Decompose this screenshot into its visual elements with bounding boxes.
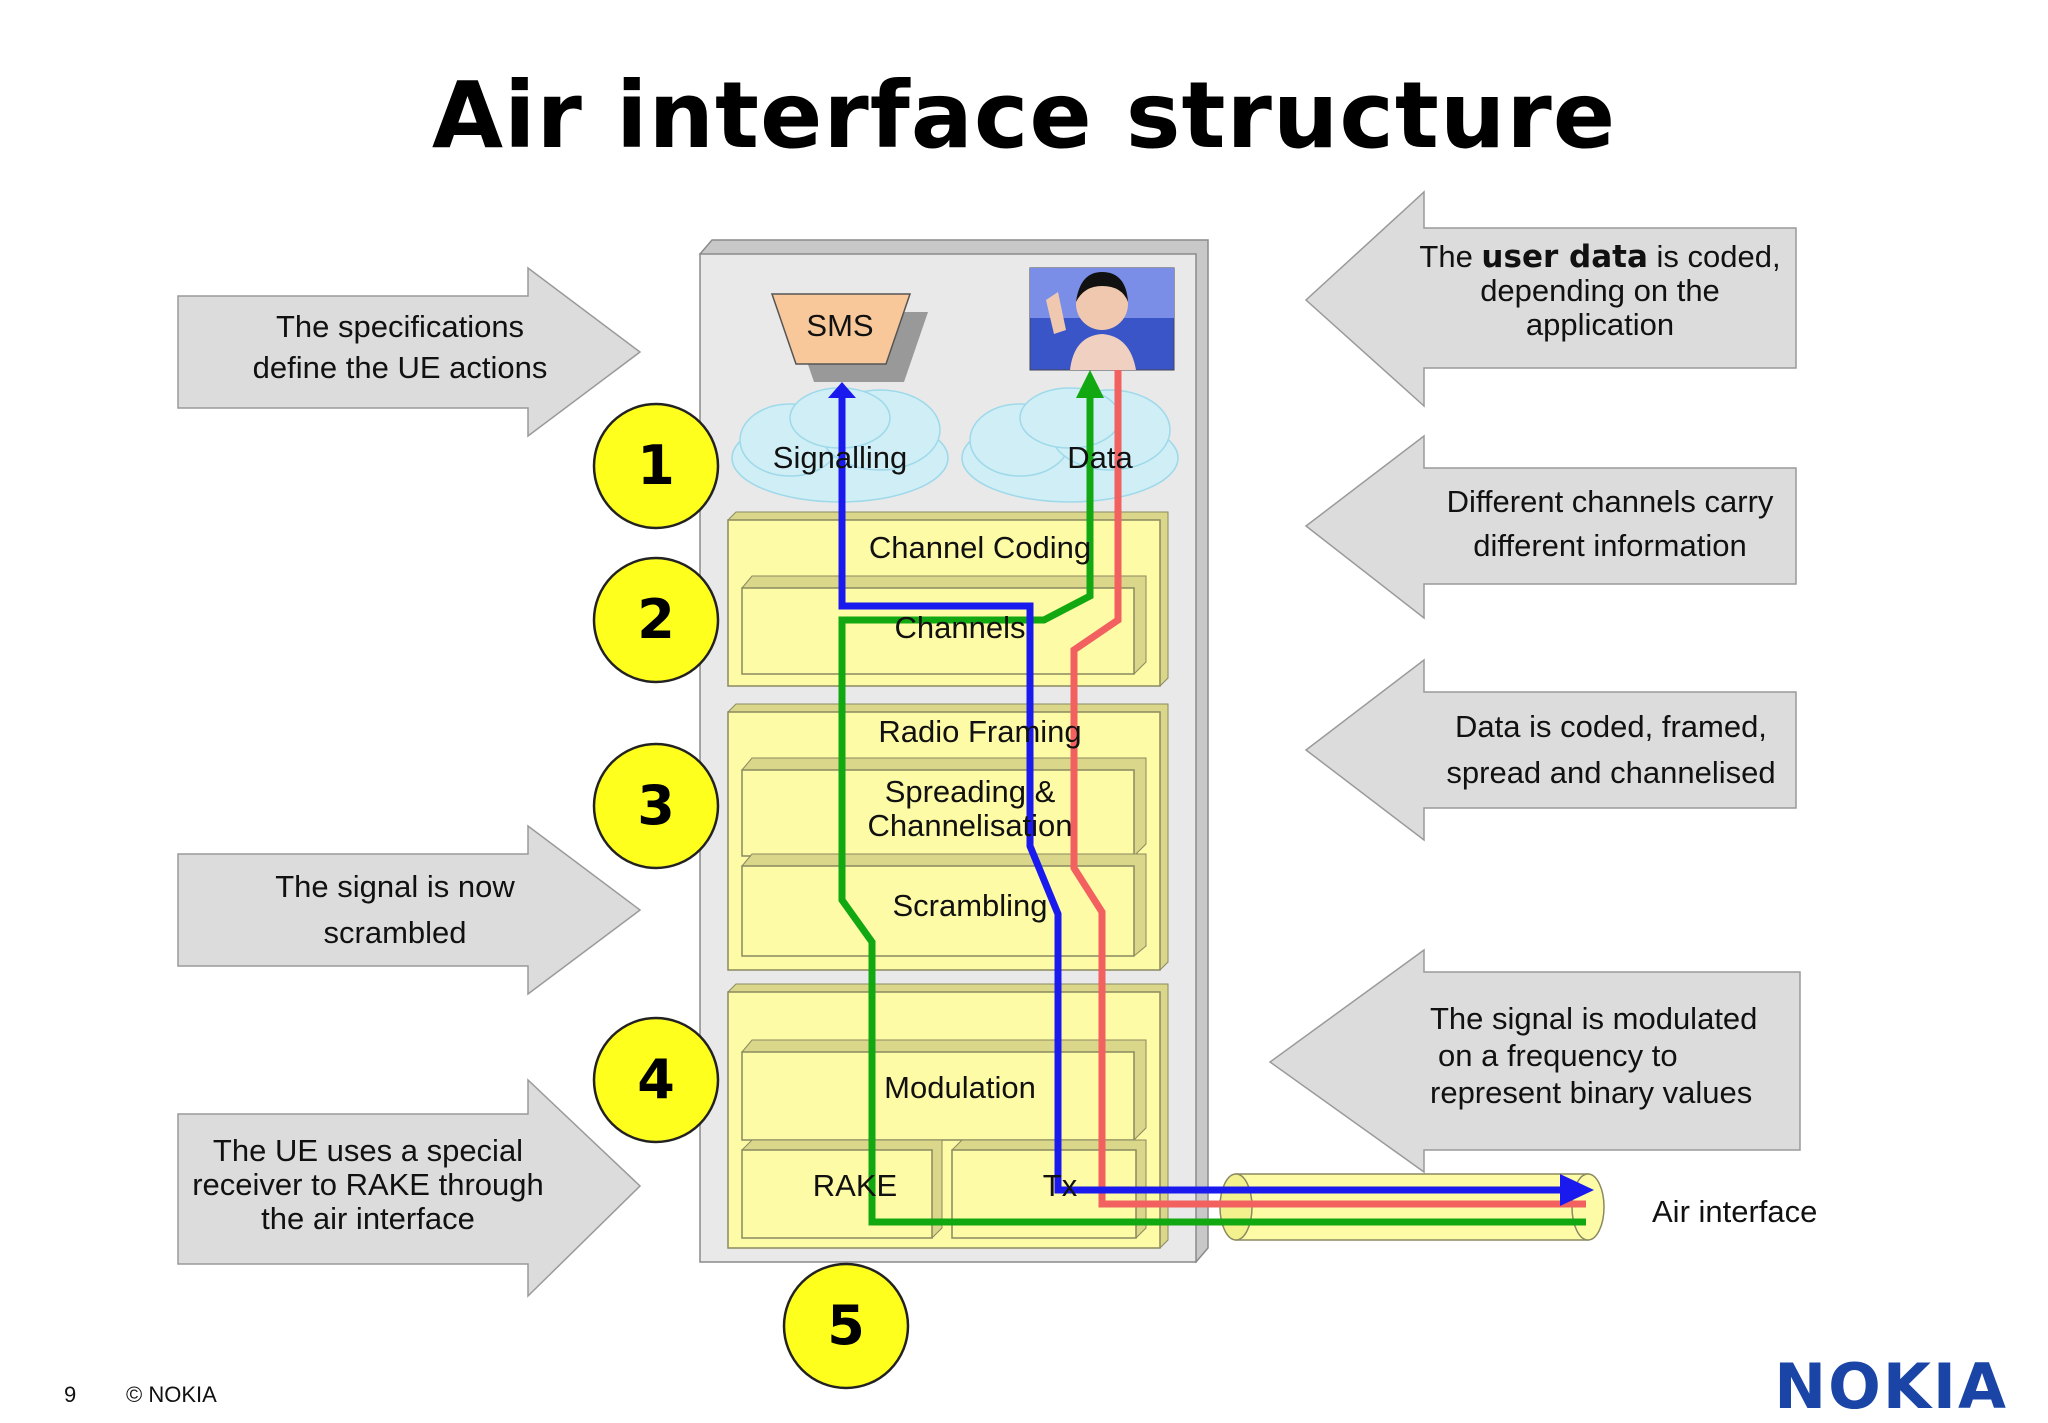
step-circle-1 xyxy=(592,402,720,530)
scrambling-block xyxy=(741,865,1135,957)
right-note-3: Data is coded, framed, spread and channe… xyxy=(1426,704,1796,796)
right-note-1-post: is coded, xyxy=(1647,239,1781,274)
signalling-label: Signalling xyxy=(772,440,908,475)
step-number-1: 1 xyxy=(637,434,675,497)
left-note-2-line1: The signal is now xyxy=(275,869,515,904)
channels-label: Channels xyxy=(894,610,1026,645)
radio-framing-label: Radio Framing xyxy=(878,714,1082,749)
modulation-label: Modulation xyxy=(884,1070,1036,1105)
blue-signalling-path xyxy=(838,392,1562,1194)
air-interface-label: Air interface xyxy=(1652,1194,1818,1229)
blue-arrowhead-up xyxy=(828,382,856,398)
right-note-arrow-1 xyxy=(1304,190,1797,408)
green-data-path xyxy=(838,384,1586,1226)
left-note-1-line1: The specifications xyxy=(275,309,525,344)
right-note-4-line1: The signal is modulated xyxy=(1430,1001,1758,1036)
person-body xyxy=(1070,334,1136,370)
step-number-5: 5 xyxy=(827,1294,865,1357)
channels-block xyxy=(741,587,1135,675)
right-note-1: The user data is coded, depending on the… xyxy=(1410,240,1790,342)
step-circle-2 xyxy=(592,556,720,684)
blue-arrowhead-right xyxy=(1560,1174,1594,1206)
right-note-1-line3: application xyxy=(1525,307,1675,342)
copyright: © NOKIA xyxy=(126,1382,217,1407)
page-number: 9 xyxy=(64,1382,77,1407)
left-note-2: The signal is now scrambled xyxy=(190,864,600,956)
red-data-path xyxy=(1070,370,1586,1208)
person-hair xyxy=(1076,272,1128,302)
data-label: Data xyxy=(1067,440,1133,475)
step-number-3: 3 xyxy=(637,774,675,837)
right-note-4: The signal is modulated on a frequency t… xyxy=(1430,1000,1800,1111)
right-note-2-line2: different information xyxy=(1473,528,1747,563)
page-title: Air interface structure xyxy=(431,62,1617,169)
sms-label: SMS xyxy=(806,308,874,343)
step-number-4: 4 xyxy=(637,1048,675,1111)
tx-label: Tx xyxy=(1042,1168,1078,1203)
scrambling-label: Scrambling xyxy=(892,888,1048,923)
right-note-arrow-3 xyxy=(1304,658,1797,842)
channel-coding-label: Channel Coding xyxy=(868,530,1092,565)
modulation-block xyxy=(741,1051,1135,1141)
right-note-2-line1: Different channels carry xyxy=(1446,484,1774,519)
left-note-1-line2: define the UE actions xyxy=(252,350,548,385)
right-note-3-line2: spread and channelised xyxy=(1446,755,1776,790)
green-arrowhead xyxy=(1076,370,1104,398)
right-note-4-line3: represent binary values xyxy=(1430,1075,1753,1110)
right-note-1-bold: user data xyxy=(1481,239,1648,275)
left-note-arrow-2 xyxy=(177,824,642,996)
right-note-1-line2: depending on the xyxy=(1480,273,1720,308)
sms-block xyxy=(770,293,912,365)
spreading-block xyxy=(741,769,1135,857)
left-note-3-line1: The UE uses a special xyxy=(212,1133,524,1168)
left-note-3-line2: receiver to RAKE through xyxy=(192,1167,544,1202)
right-note-4-line2: on a frequency to xyxy=(1438,1038,1678,1073)
step-number-2: 2 xyxy=(637,588,675,651)
spreading-label-line1: Spreading & xyxy=(884,774,1056,809)
left-note-3: The UE uses a special receiver to RAKE t… xyxy=(180,1134,556,1236)
right-note-2: Different channels carry different infor… xyxy=(1426,480,1794,568)
left-note-1: The specifications define the UE actions xyxy=(190,306,610,388)
nokia-logo: NOKIA xyxy=(1774,1350,2008,1423)
right-note-arrow-2 xyxy=(1304,434,1797,620)
spreading-label-line2: Channelisation xyxy=(867,808,1073,843)
rake-label: RAKE xyxy=(812,1168,898,1203)
step-circle-5 xyxy=(782,1262,910,1390)
person-hand xyxy=(1046,292,1066,334)
rake-block xyxy=(741,1149,933,1239)
step-circle-3 xyxy=(592,742,720,870)
left-note-2-line2: scrambled xyxy=(323,915,467,950)
data-cloud xyxy=(961,387,1179,503)
right-note-3-line1: Data is coded, framed, xyxy=(1455,709,1767,744)
left-note-3-line3: the air interface xyxy=(261,1201,475,1236)
left-note-arrow-1 xyxy=(177,266,642,438)
right-note-1-line1: The user data is coded, xyxy=(1410,239,1790,275)
step-circle-4 xyxy=(592,1016,720,1144)
right-note-1-pre: The xyxy=(1419,239,1482,274)
left-note-arrow-3 xyxy=(177,1078,642,1298)
right-note-arrow-4 xyxy=(1268,948,1801,1174)
person-head xyxy=(1076,278,1128,330)
